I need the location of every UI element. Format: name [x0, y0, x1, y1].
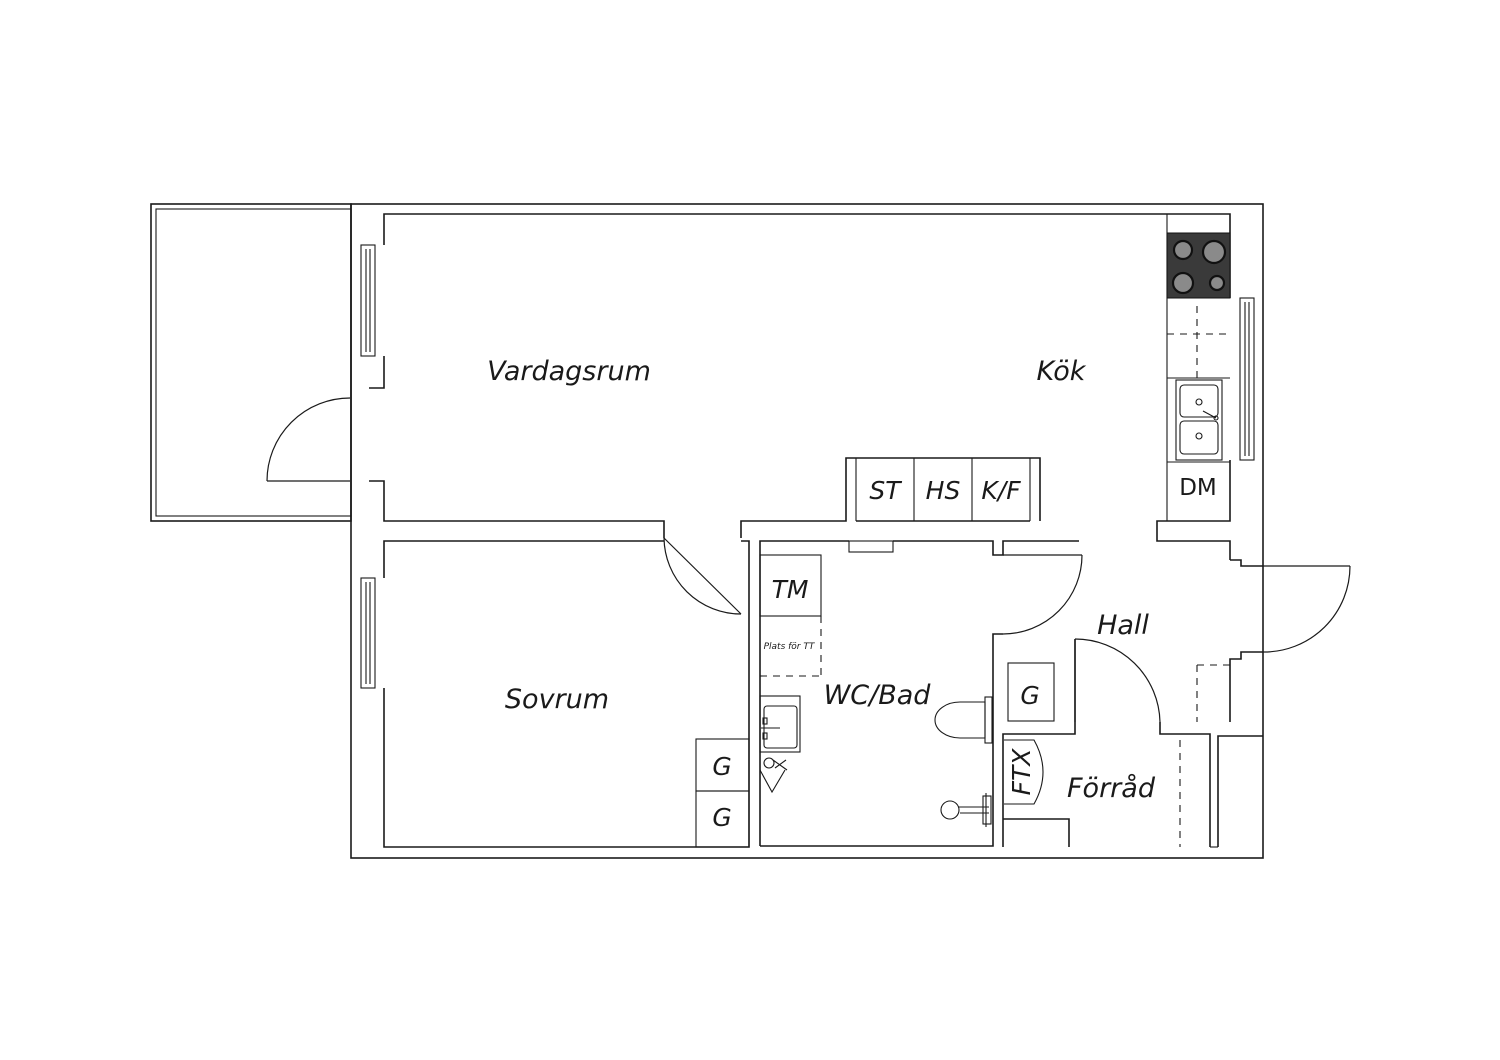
closet-st-label: ST: [869, 476, 902, 505]
door-entrance: [1262, 565, 1351, 653]
shower-icon: [759, 757, 788, 794]
window-living: [360, 244, 376, 357]
hall-wardrobe: G: [1007, 662, 1055, 722]
inner-walls: [369, 213, 1263, 848]
ftx-unit: FTX: [1004, 739, 1044, 805]
room-label-forrad: Förråd: [1067, 773, 1156, 804]
dishwasher-label: DM: [1179, 475, 1217, 501]
hall-wardrobe-label: G: [1020, 681, 1039, 710]
washing-machine-label: TM: [772, 575, 809, 604]
dryer-space-label: Plats för TT: [764, 642, 816, 652]
door-balcony: [266, 397, 351, 482]
dryer-space: Plats för TT: [760, 616, 822, 677]
balcony: [150, 203, 352, 522]
room-label-kok: Kök: [1037, 356, 1087, 387]
room-label-vardagsrum: Vardagsrum: [487, 356, 651, 387]
room-label-sovrum: Sovrum: [505, 684, 609, 715]
sink-icon: [1175, 379, 1223, 461]
bedroom-wardrobe-lower-label: G: [712, 803, 731, 832]
door-bedroom: [663, 537, 742, 615]
washbasin-icon: [759, 695, 801, 753]
closet-kf-label: K/F: [981, 476, 1021, 505]
door-storage: [1074, 638, 1161, 723]
room-label-wc-bad: WC/Bad: [824, 680, 932, 711]
closet-hs-label: HS: [926, 476, 961, 505]
door-bathroom: [1002, 554, 1083, 635]
ftx-label: FTX: [1007, 748, 1036, 796]
bedroom-wardrobes: G G: [695, 738, 750, 848]
toilet-icon: [934, 696, 993, 744]
window-bedroom: [360, 577, 376, 689]
room-label-hall: Hall: [1097, 610, 1149, 641]
stove-icon: [1166, 232, 1231, 299]
hall-closet-dashes: [1179, 664, 1230, 847]
closets: ST HS K/F: [855, 458, 1031, 521]
dishwasher: DM: [1179, 475, 1217, 501]
washing-machine: TM: [759, 554, 822, 617]
shower-mixer-icon: [940, 793, 992, 827]
outer-walls: [350, 203, 1264, 859]
window-bath-vent: [848, 540, 894, 553]
bedroom-wardrobe-upper-label: G: [712, 752, 731, 781]
window-kitchen: [1239, 297, 1255, 461]
